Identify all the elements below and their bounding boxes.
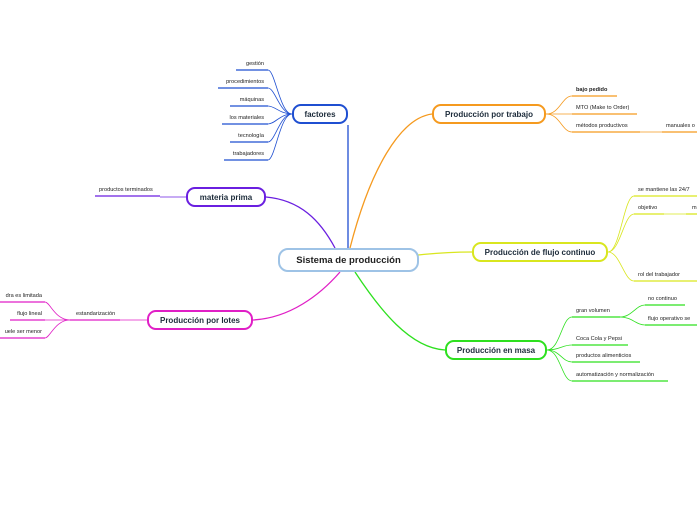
- connector-factores-gestion: [267, 69, 293, 115]
- connector-masa-automatizacion: [546, 349, 573, 382]
- connector-root-lotes: [252, 271, 341, 321]
- leaf-tecnologia: tecnología: [238, 133, 264, 139]
- node-produccion-flujo-continuo[interactable]: Producción de flujo continuo: [472, 242, 608, 262]
- connector-flujo-rol: [607, 251, 635, 282]
- connector-root-masa: [354, 271, 446, 351]
- leaf-coca-pepsi: Coca Cola y Pepsi: [576, 336, 623, 342]
- leaf-limitada: dra es limitada: [5, 293, 42, 299]
- leaf-bajo-pedido: bajo pedido: [576, 87, 608, 93]
- leaf-procedimientos: procedimientos: [226, 79, 264, 85]
- connector-trabajo-metodos: [545, 113, 573, 133]
- node-materia-prima[interactable]: materia prima: [186, 187, 266, 207]
- leaf-metodos-productivos: métodos productivos: [576, 123, 628, 129]
- connector-estandarizacion-menor: [44, 319, 71, 339]
- connector-flujo-objetivo: [607, 213, 635, 253]
- leaf-automatizacion: automatización y normalización: [576, 372, 655, 378]
- connector-factores-procedimientos: [267, 87, 293, 115]
- connector-factores-trabajadores: [267, 113, 293, 161]
- leaf-productos-terminados: productos terminados: [99, 187, 153, 193]
- leaf-objetivo: objetivo: [638, 205, 658, 211]
- leaf-trabajadores: trabajadores: [232, 151, 264, 157]
- leaf-no-continuo: no continuo: [648, 296, 677, 302]
- leaf-menor: uele ser menor: [4, 329, 42, 335]
- connector-masa-gran: [546, 316, 573, 351]
- node-produccion-masa[interactable]: Producción en masa: [445, 340, 547, 360]
- connector-root-materia: [265, 196, 336, 249]
- connector-flujo-24: [607, 195, 635, 253]
- leaf-manuales: manuales o: [666, 123, 695, 129]
- root-node[interactable]: Sistema de producción: [278, 248, 419, 272]
- connector-trabajo-bajo: [545, 95, 573, 115]
- leaf-24-7: se mantiene las 24/7: [638, 187, 690, 193]
- leaf-productos-alimenticios: productos alimenticios: [576, 353, 632, 359]
- leaf-flujo-operativo: flujo operativo se: [648, 316, 691, 322]
- connector-root-trabajo: [349, 113, 433, 249]
- leaf-maquinas: máquinas: [239, 97, 264, 103]
- leaf-gran-volumen: gran volumen: [576, 308, 610, 314]
- leaf-materiales: los materiales: [229, 115, 264, 121]
- connector-factores-maquinas: [267, 105, 293, 115]
- node-factores[interactable]: factores: [292, 104, 348, 124]
- leaf-gestion: gestión: [245, 61, 264, 67]
- node-produccion-trabajo[interactable]: Producción por trabajo: [432, 104, 546, 124]
- leaf-objetivo-sub: m: [692, 205, 697, 211]
- node-produccion-lotes[interactable]: Producción por lotes: [147, 310, 253, 330]
- connector-masa-alimenticios: [546, 349, 573, 363]
- leaf-estandarizacion: estandarización: [76, 311, 116, 317]
- connector-estandarizacion-limitada: [44, 301, 71, 321]
- leaf-rol-trabajador: rol del trabajador: [638, 272, 680, 278]
- leaf-flujo-lineal: flujo lineal: [17, 311, 42, 317]
- leaf-mto: MTO (Make to Order): [576, 105, 630, 111]
